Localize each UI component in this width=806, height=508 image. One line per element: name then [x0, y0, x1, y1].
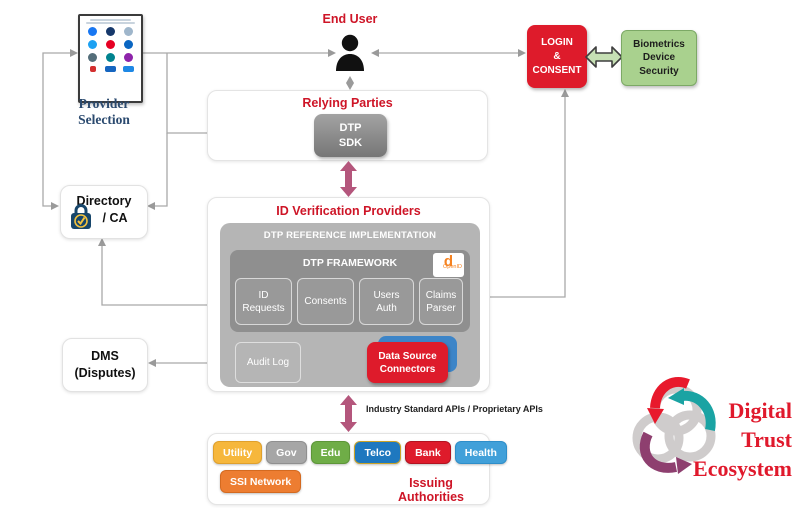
- linkedin-icon: [123, 40, 133, 49]
- dms-line: DMS: [91, 349, 119, 363]
- twitter-icon: [88, 40, 98, 49]
- login-biometrics-arrow-icon: [585, 46, 623, 68]
- module-consents: Consents: [297, 278, 354, 325]
- directory-ca-box: Directory / CA: [60, 185, 148, 239]
- login-consent-box: LOGIN & CONSENT: [527, 25, 587, 88]
- directory-ca-label: Directory / CA: [76, 194, 132, 225]
- digital-trust-knot-logo: [632, 377, 716, 474]
- audit-log-box: Audit Log: [235, 342, 301, 383]
- dtp-reference-implementation-box: DTP REFERENCE IMPLEMENTATION DTP FRAMEWO…: [220, 223, 480, 387]
- issuer-chip-bank: Bank: [405, 441, 451, 464]
- biometrics-line: Biometrics: [633, 38, 685, 50]
- login-line: CONSENT: [532, 64, 582, 76]
- phone-header: [84, 19, 137, 24]
- line-idv-login: [490, 97, 566, 298]
- gray-bird-icon: [123, 27, 133, 36]
- login-line: LOGIN: [541, 36, 573, 48]
- openid-label: OpenID: [443, 264, 462, 270]
- issuer-chip-utility: Utility: [213, 441, 263, 464]
- idv-issuing-arrow-icon: [340, 395, 357, 432]
- biometrics-line: Security: [639, 65, 679, 77]
- red-app-icon: [89, 66, 96, 72]
- relying-parties-panel: Relying Parties DTP SDK: [207, 90, 488, 161]
- biometrics-line: Device: [642, 52, 676, 64]
- relying-parties-title: Relying Parties: [302, 96, 393, 110]
- issuing-authorities-title: Issuing Authorities: [398, 476, 464, 504]
- end-user-label: End User: [322, 12, 378, 26]
- dms-disputes-box: DMS (Disputes): [62, 338, 148, 392]
- pinterest-icon: [105, 40, 115, 49]
- line-relying-directory: [155, 133, 168, 207]
- line-branch-relying-parties: [166, 53, 207, 134]
- openid-d-glyph: d: [443, 253, 454, 270]
- line-phone-directory-left: [42, 52, 70, 207]
- blue-card-icon: [104, 66, 116, 72]
- issuer-chip-edu: Edu: [310, 441, 351, 464]
- openid-logo: d OpenID: [433, 253, 464, 277]
- facebook-icon: [88, 27, 98, 36]
- issuer-chip-health: Health: [454, 441, 507, 464]
- digital-trust-ecosystem-wordmark: Digital Trust Ecosystem: [693, 398, 792, 481]
- sdk-line: DTP: [339, 121, 362, 134]
- dtp-sdk-box: DTP SDK: [314, 114, 387, 157]
- navy-app-icon: [105, 27, 115, 36]
- provider-selection-label: Provider Selection: [78, 96, 130, 127]
- dtp-reference-title: DTP REFERENCE IMPLEMENTATION: [263, 230, 437, 241]
- biometrics-device-security-box: Biometrics Device Security: [621, 30, 697, 86]
- dtp-framework-title: DTP FRAMEWORK: [302, 257, 398, 269]
- purple-app-icon: [123, 53, 133, 62]
- issuer-chip-telco: Telco: [354, 441, 402, 464]
- data-source-connectors-box: Data Source Connectors: [367, 342, 448, 383]
- teal-app-icon: [105, 53, 115, 62]
- provider-app-grid: [84, 27, 137, 72]
- login-line: &: [553, 50, 561, 62]
- end-user-icon: [336, 34, 364, 71]
- api-standards-label: Industry Standard APIs / Proprietary API…: [366, 404, 543, 414]
- provider-selection-panel: [78, 14, 143, 103]
- cloud-app-icon: [88, 53, 98, 62]
- sdk-line: SDK: [338, 136, 363, 149]
- issuer-chip-ssi-network: SSI Network: [220, 470, 302, 493]
- issuer-chip-gov: Gov: [266, 441, 307, 464]
- relying-idv-arrow-icon: [340, 161, 357, 197]
- line-idv-directory: [101, 246, 220, 306]
- idv-panel: ID Verification Providers DTP REFERENCE …: [207, 197, 490, 392]
- dms-line: (Disputes): [74, 366, 136, 380]
- idv-title: ID Verification Providers: [276, 204, 421, 218]
- lock-check-icon: [71, 204, 91, 229]
- blue-card-icon-2: [122, 66, 134, 72]
- issuer-chip-row: SSI Network: [220, 470, 302, 493]
